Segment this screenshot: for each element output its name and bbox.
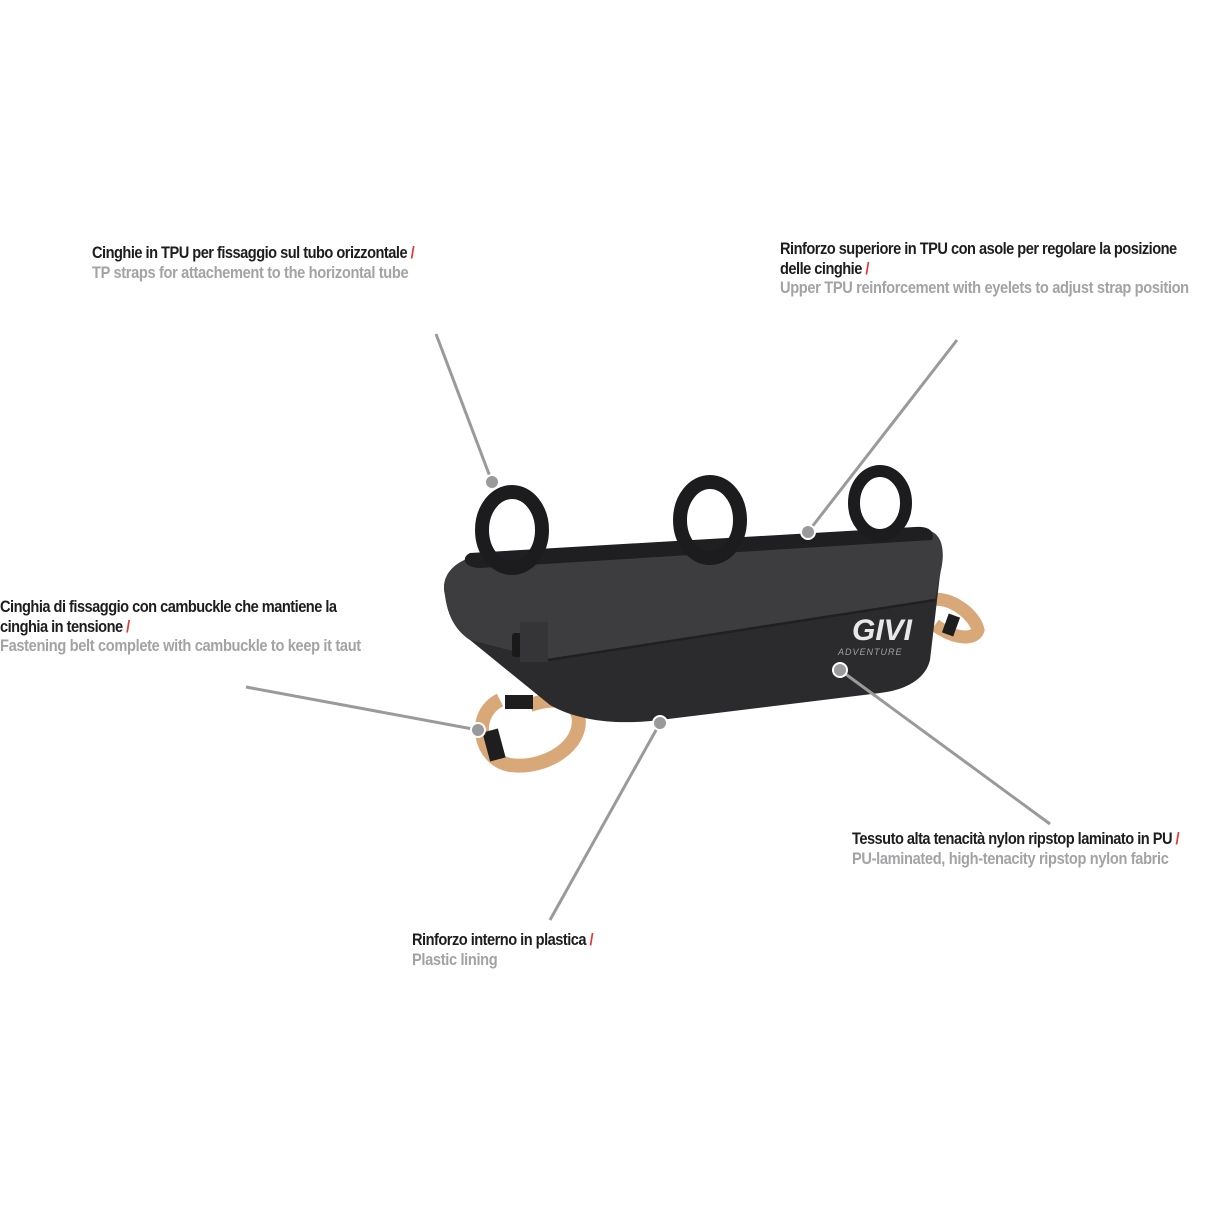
tpu-strap-loops — [475, 465, 912, 575]
callout-english: Fastening belt complete with cambuckle t… — [0, 636, 361, 656]
callout-english: TP straps for attachement to the horizon… — [92, 262, 409, 282]
separator-slash: / — [126, 616, 130, 636]
callout-leader-lines — [245, 333, 1051, 921]
separator-slash: / — [410, 243, 415, 262]
separator-slash: / — [589, 930, 594, 949]
frame-bag: GIVI ADVENTURE — [444, 526, 943, 723]
callout-english: Upper TPU reinforcement with eyelets to … — [780, 278, 1189, 298]
callout-italian-line1: Cinghia di fissaggio con cambuckle che m… — [0, 597, 337, 616]
callout-italian-line2: delle cinghie — [780, 258, 862, 278]
right-cambuckle-strap — [928, 592, 985, 644]
callout-italian: Tessuto alta tenacità nylon ripstop lami… — [852, 829, 1173, 848]
separator-slash: / — [865, 258, 869, 278]
callout-plastic-lining: Rinforzo interno in plastica / Plastic l… — [412, 930, 623, 969]
callout-italian-line2: cinghia in tensione — [0, 616, 123, 636]
callout-fastening-belt: Cinghia di fissaggio con cambuckle che m… — [0, 597, 420, 656]
callout-english: Plastic lining — [412, 949, 498, 969]
separator-slash: / — [1175, 829, 1180, 848]
callout-upper-reinforcement: Rinforzo superiore in TPU con asole per … — [780, 239, 1214, 298]
callout-italian-line1: Rinforzo superiore in TPU con asole per … — [780, 239, 1177, 258]
givi-logo: GIVI — [852, 614, 913, 647]
zipper-pull-icon — [512, 633, 522, 657]
callout-english: PU-laminated, high-tenacity ripstop nylo… — [852, 848, 1169, 868]
callout-fabric: Tessuto alta tenacità nylon ripstop lami… — [852, 829, 1214, 868]
callout-italian: Cinghie in TPU per fissaggio sul tubo or… — [92, 243, 408, 262]
callout-tpu-straps: Cinghie in TPU per fissaggio sul tubo or… — [92, 243, 467, 282]
callout-italian: Rinforzo interno in plastica — [412, 930, 587, 949]
adventure-logo: ADVENTURE — [837, 647, 903, 657]
